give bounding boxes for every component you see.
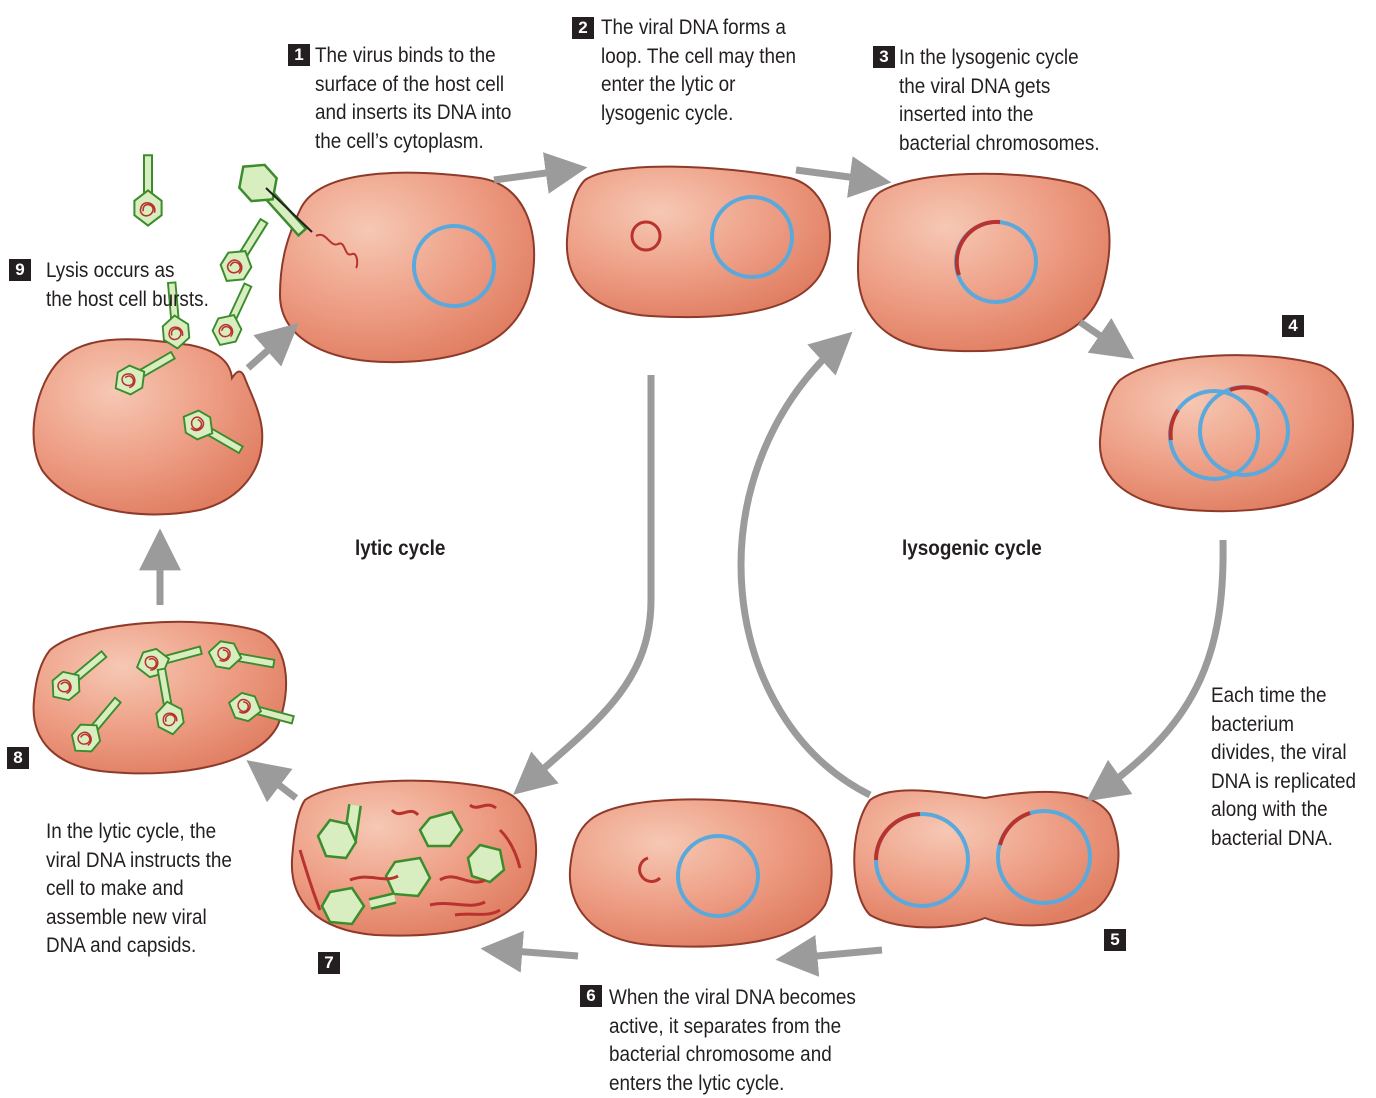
- step-6-badge: 6: [580, 985, 602, 1007]
- arrow-4-to-5: [1102, 540, 1223, 790]
- step-7-badge: 7: [318, 952, 340, 974]
- cell-7: [292, 781, 536, 936]
- step-6-caption: When the viral DNA becomes active, it se…: [609, 984, 856, 1098]
- lytic-cycle-label: lytic cycle: [355, 537, 445, 561]
- step-8-badge: 8: [7, 747, 29, 769]
- step-9-badge: 9: [9, 259, 31, 281]
- cell-5: [854, 790, 1118, 927]
- step-5-caption: Each time the bacterium divides, the vir…: [1211, 682, 1356, 853]
- step-3-badge: 3: [873, 46, 895, 68]
- cell-6: [570, 799, 832, 946]
- cell-4: [1100, 355, 1353, 511]
- cell-2: [567, 167, 830, 318]
- arrow-2-to-3: [796, 170, 872, 180]
- arrow-2-to-7: [528, 375, 651, 782]
- lysogenic-cycle-label: lysogenic cycle: [902, 537, 1042, 561]
- cell-8: [34, 622, 297, 774]
- arrow-7-to-8: [262, 772, 296, 798]
- step-1-caption: The virus binds to the surface of the ho…: [315, 42, 511, 156]
- arrow-5-to-3: [741, 345, 870, 795]
- step-9-caption: Lysis occurs as the host cell bursts.: [46, 257, 209, 314]
- arrow-6-to-7: [500, 950, 578, 956]
- arrow-3-to-4: [1080, 322, 1118, 348]
- arrow-1-to-2: [494, 170, 568, 180]
- step-7-caption: In the lytic cycle, the viral DNA instru…: [46, 818, 232, 961]
- cell-3: [858, 174, 1110, 351]
- arrow-9-to-1: [248, 336, 284, 368]
- arrow-5-to-6: [795, 950, 882, 958]
- step-2-badge: 2: [572, 17, 594, 39]
- step-4-badge: 4: [1282, 315, 1304, 337]
- step-3-caption: In the lysogenic cycle the viral DNA get…: [899, 44, 1100, 158]
- step-2-caption: The viral DNA forms a loop. The cell may…: [601, 14, 796, 128]
- cell-1: [280, 173, 534, 362]
- step-5-badge: 5: [1104, 929, 1126, 951]
- step-1-badge: 1: [288, 44, 310, 66]
